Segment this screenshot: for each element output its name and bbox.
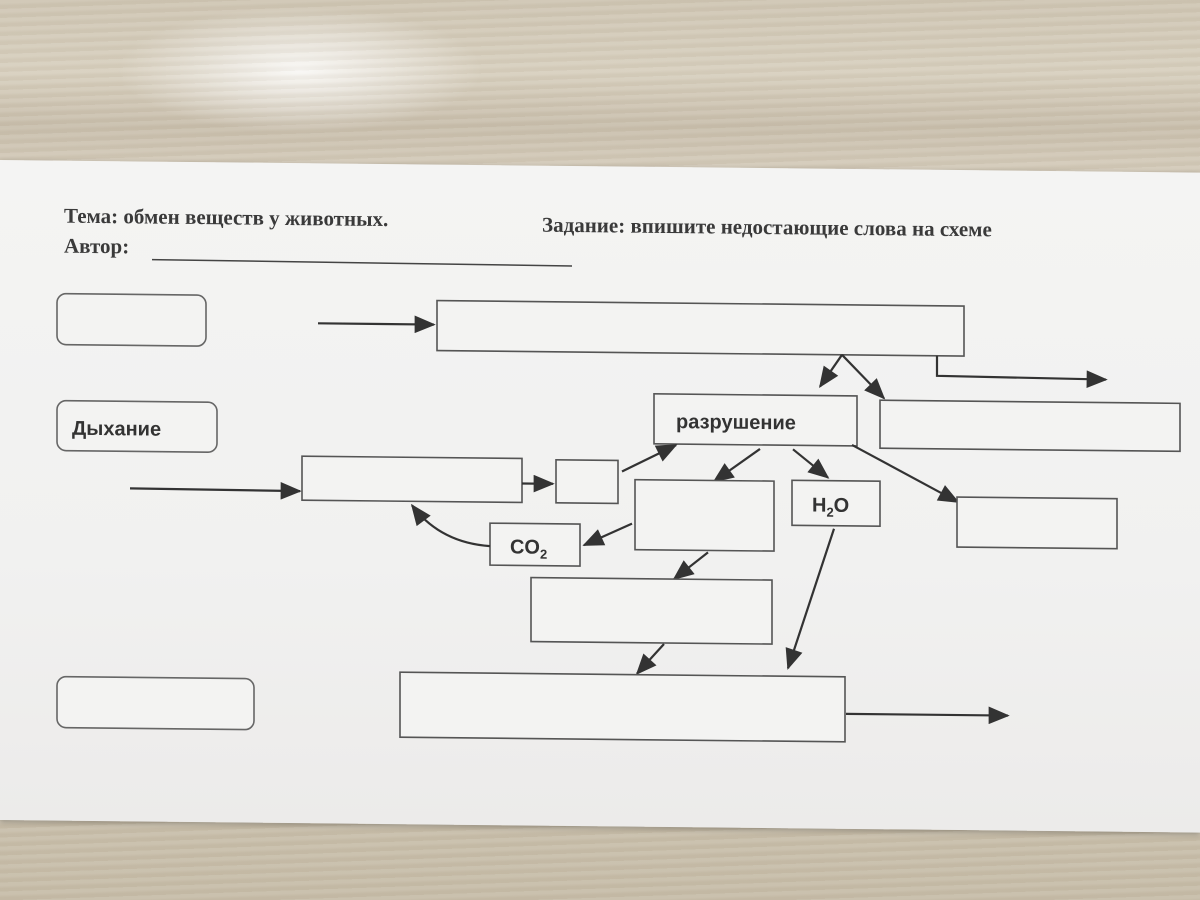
blank-small-box[interactable] [555,459,619,505]
blank-center-box[interactable] [634,478,775,552]
arrow-bottom-out-right [846,706,1010,725]
blank-right-upper-box[interactable] [879,399,1181,453]
blank-left-top-box[interactable] [56,292,207,347]
blank-bottom-main-box[interactable] [399,671,846,743]
breathing-label: Дыхание [72,418,161,441]
metabolism-diagram: Тема: обмен веществ у животных. Задание:… [56,204,1181,743]
blank-left-bottom-box[interactable] [56,675,255,731]
arrow-destruction-to-center [712,448,761,483]
task-heading: Задание: впишите недостающие слова на сх… [542,213,992,242]
author-label: Автор: [64,234,129,259]
topic-heading: Тема: обмен веществ у животных. [64,204,388,231]
arrow-destruction-to-h2o [792,448,830,479]
arrow-into-middle-box [129,482,302,500]
destruction-label: разрушение [676,411,796,434]
h2o-label: H2O [812,495,849,520]
arrow-h2o-to-bottom [785,528,836,670]
blank-right-lower-box[interactable] [956,496,1118,550]
co2-label: CO2 [510,536,547,561]
arrow-small-to-destruction [621,444,678,473]
arrow-into-top-box [318,315,436,334]
arrow-center-to-co2 [582,522,633,547]
destruction-box [653,393,858,447]
blank-lower-box[interactable] [530,576,773,645]
arrow-top-to-right-box [841,354,886,400]
h2o-box [791,479,881,528]
arrow-co2-to-middle [410,503,491,548]
blank-middle-long-box[interactable] [301,455,523,504]
arrow-center-to-lower [672,551,709,581]
arrow-lower-to-bottom [635,643,665,675]
co2-box [489,522,581,567]
author-underline [151,258,573,267]
arrow-destruction-to-right [851,443,960,503]
arrow-top-box-out-right [935,355,1108,388]
blank-top-main-box[interactable] [436,299,965,357]
breathing-box [56,399,218,453]
arrow-top-to-destruction [819,354,843,389]
worksheet-paper: Тема: обмен веществ у животных. Задание:… [0,160,1200,833]
